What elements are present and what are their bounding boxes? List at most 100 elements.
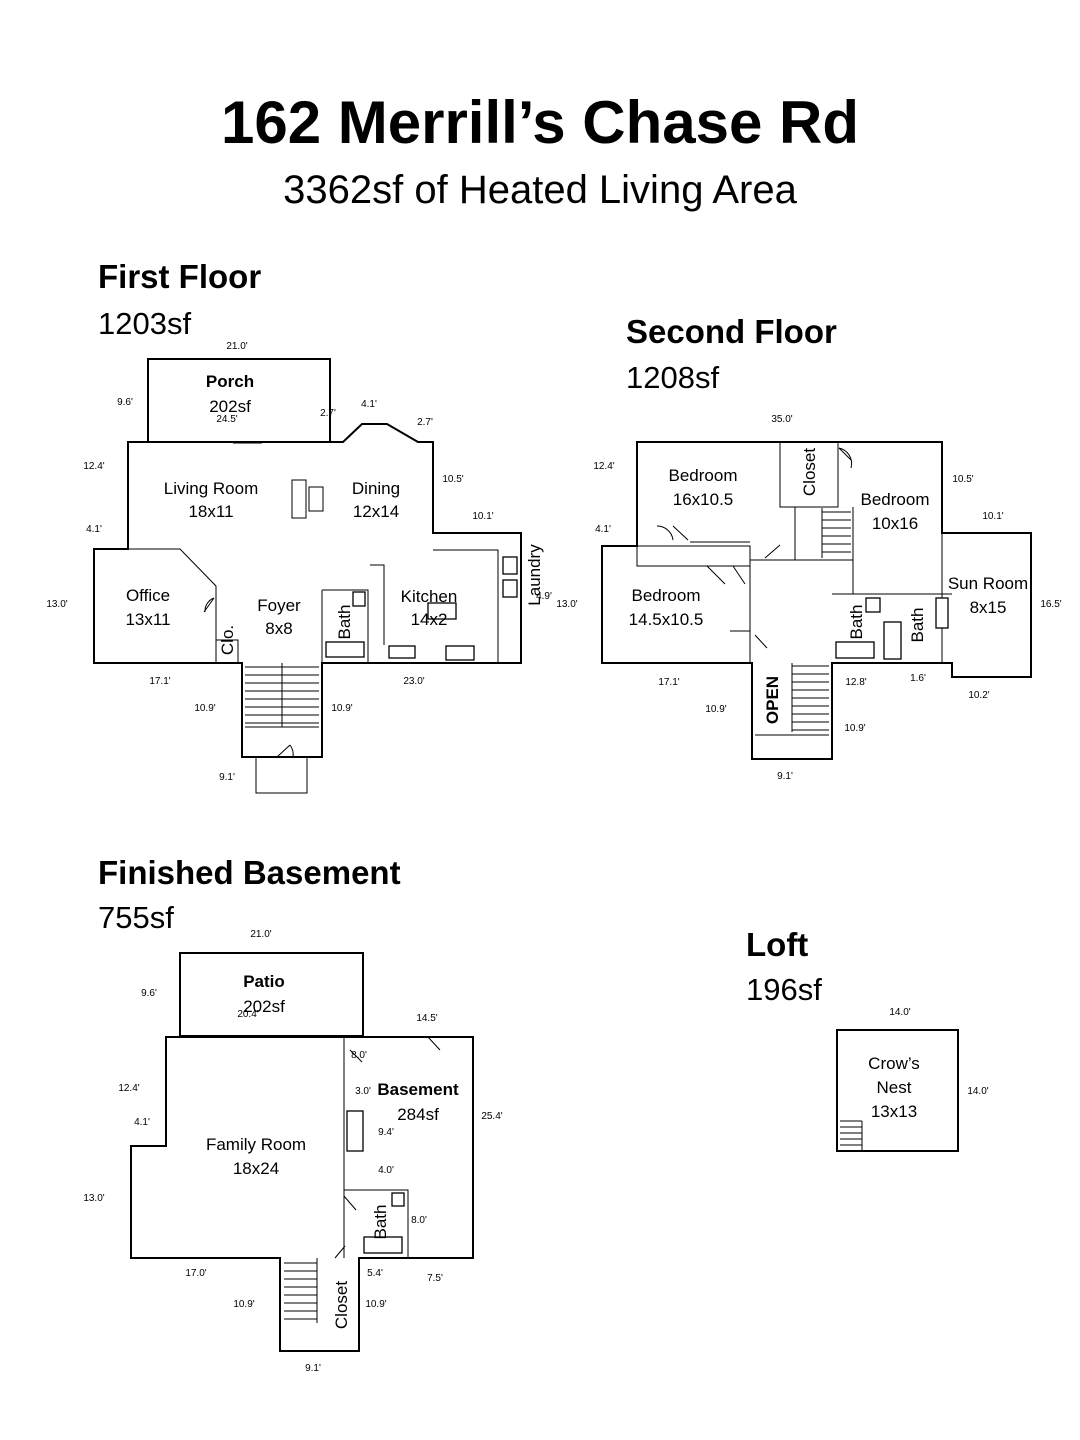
first-floor-heading: First Floor	[98, 258, 262, 295]
foyer-label: Foyer	[257, 596, 301, 615]
patio-label: Patio	[243, 972, 285, 991]
dim-label: 13.0'	[46, 599, 67, 610]
basement-door-2	[349, 1049, 363, 1063]
dim-label: 21.0'	[250, 929, 271, 940]
second-closet-stairs	[821, 508, 851, 558]
second-sink-2	[935, 597, 949, 629]
dim-label: 10.1'	[472, 511, 493, 522]
bath-walls	[321, 589, 369, 663]
bedroom1-size: 16x10.5	[673, 490, 734, 509]
dim-label: 12.4'	[83, 461, 104, 472]
dim-label: 14.0'	[889, 1007, 910, 1018]
kitchen-sink	[445, 645, 475, 661]
second-closet-walls	[779, 442, 839, 508]
basement-heading: Finished Basement	[98, 854, 401, 891]
first-bathtub	[325, 641, 365, 658]
first-floor-outline	[93, 423, 522, 758]
front-step	[255, 756, 308, 794]
basement-area: 755sf	[98, 900, 174, 935]
dim-label: 20.4'	[237, 1009, 258, 1020]
kitchen-size: 14x2	[411, 610, 448, 629]
second-floor-heading: Second Floor	[626, 313, 837, 350]
dim-label: 13.0'	[556, 599, 577, 610]
first-closet-label: Clo.	[218, 625, 237, 655]
hall-door-2	[754, 634, 768, 649]
basement-room-area: 284sf	[397, 1105, 439, 1124]
loft-outline	[836, 1029, 959, 1152]
dim-label: 4.1'	[595, 524, 611, 535]
dim-label: 8.0'	[351, 1050, 367, 1061]
kitchen-walls	[370, 549, 499, 663]
office-label: Office	[126, 586, 170, 605]
dim-label: 25.4'	[481, 1111, 502, 1122]
dim-label: 10.9'	[705, 704, 726, 715]
crows-nest-size: 13x13	[871, 1102, 917, 1121]
dim-label: 14.0'	[967, 1086, 988, 1097]
foyer-size: 8x8	[265, 619, 292, 638]
crows-nest-label-1: Crow’s	[868, 1054, 920, 1073]
loft-plan: Crow’s Nest 13x13 14.0' 14.0'	[836, 1007, 989, 1152]
first-bath-sink	[352, 591, 366, 607]
dim-label: 9.1'	[777, 771, 793, 782]
dim-label: 16.5'	[1040, 599, 1061, 610]
dim-label: 7.5'	[427, 1273, 443, 1284]
loft-area: 196sf	[746, 972, 822, 1007]
dim-label: 10.9'	[365, 1299, 386, 1310]
dim-label: 9.6'	[141, 988, 157, 999]
dim-label: 4.1'	[361, 399, 377, 410]
family-room-label: Family Room	[206, 1135, 306, 1154]
dim-label: 4.1'	[134, 1117, 150, 1128]
first-stairs	[245, 663, 319, 728]
second-bathtub-1	[835, 641, 875, 659]
page-subtitle: 3362sf of Heated Living Area	[283, 168, 797, 212]
second-stairs	[755, 663, 829, 736]
basement-outline	[130, 1036, 474, 1352]
bedroom3-label: Bedroom	[632, 586, 701, 605]
bedroom1-label: Bedroom	[669, 466, 738, 485]
first-bath-label: Bath	[335, 605, 354, 640]
living-room-label: Living Room	[164, 479, 259, 498]
open-label: OPEN	[763, 676, 782, 724]
second-hall-walls	[636, 541, 750, 567]
washer	[502, 556, 518, 575]
first-floor-area: 1203sf	[98, 306, 192, 341]
patio-area: 202sf	[243, 997, 285, 1016]
fireplace	[291, 479, 307, 519]
second-floor-area: 1208sf	[626, 360, 720, 395]
dim-label: 10.9'	[233, 1299, 254, 1310]
dim-label: 3.0'	[355, 1086, 371, 1097]
sun-room-size: 8x15	[970, 598, 1007, 617]
dim-label: 10.9'	[844, 723, 865, 734]
dim-label: 12.4'	[118, 1083, 139, 1094]
basement-bath-label: Bath	[371, 1205, 390, 1240]
dim-label: 13.0'	[83, 1193, 104, 1204]
basement-interior-walls	[343, 1037, 409, 1258]
porch-label: Porch	[206, 372, 254, 391]
dim-label: 9.1'	[305, 1363, 321, 1374]
dim-label: 17.1'	[658, 677, 679, 688]
dim-label: 4.1'	[86, 524, 102, 535]
dim-label: 17.1'	[149, 676, 170, 687]
bath-door	[343, 1195, 357, 1211]
dim-label: 2.7'	[417, 417, 433, 428]
second-bath1-label: Bath	[847, 605, 866, 640]
closet-door-b	[334, 1245, 346, 1259]
sun-room-label: Sun Room	[948, 574, 1028, 593]
kitchen-stove	[388, 645, 416, 659]
dim-label: 12.8'	[845, 677, 866, 688]
dim-label: 10.5'	[442, 474, 463, 485]
dim-label: 12.4'	[593, 461, 614, 472]
second-bathtub-2	[883, 621, 902, 660]
basement-stairs	[284, 1258, 318, 1323]
dim-label: 9.6'	[117, 397, 133, 408]
dining-size: 12x14	[353, 502, 399, 521]
dim-label: 35.0'	[771, 414, 792, 425]
dim-label: 23.0'	[403, 676, 424, 687]
office-door	[203, 597, 215, 613]
living-room-size: 18x11	[188, 502, 233, 521]
family-room-size: 18x24	[233, 1159, 279, 1178]
kitchen-island	[427, 602, 457, 620]
office-size: 13x11	[125, 610, 170, 629]
second-floor-outline	[601, 441, 1032, 760]
dim-label: 2.7'	[320, 408, 336, 419]
